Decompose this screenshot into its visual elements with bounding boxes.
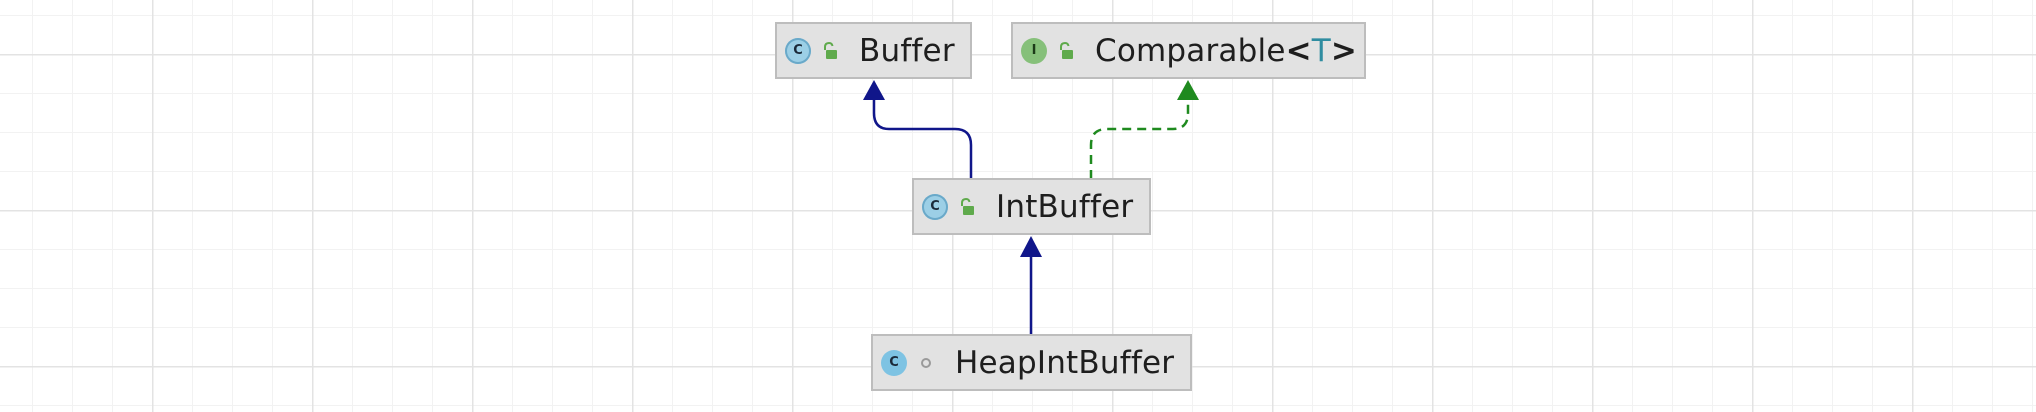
arrowhead-buffer [863,80,885,100]
interface-icon: I [1021,37,1047,64]
public-lock-icon [821,41,839,61]
abstract-class-icon: C [785,37,811,64]
type-param-close: > [1330,32,1358,69]
type-param-open: < [1285,32,1312,69]
node-heapintbuffer[interactable]: C HeapIntBuffer [871,334,1192,391]
arrowhead-intbuffer [1020,236,1042,257]
edge-intbuffer-extends-buffer [872,100,973,179]
node-intbuffer[interactable]: C IntBuffer [912,178,1151,235]
abstract-class-icon: C [922,193,948,220]
interface-name: Comparable [1095,32,1286,69]
node-buffer[interactable]: C Buffer [775,22,972,79]
node-comparable[interactable]: I Comparable<T> [1011,22,1366,79]
type-param-name: T [1311,32,1331,69]
public-lock-icon [1057,41,1075,61]
node-label: Comparable<T> [1095,33,1357,69]
node-label: Buffer [859,32,955,69]
node-label: HeapIntBuffer [955,344,1175,381]
public-lock-icon [958,197,976,217]
node-label: IntBuffer [996,188,1134,225]
arrowhead-comparable [1177,80,1199,100]
class-icon: C [881,349,907,376]
edge-intbuffer-implements-comparable [1089,100,1190,179]
package-private-icon [917,353,935,373]
